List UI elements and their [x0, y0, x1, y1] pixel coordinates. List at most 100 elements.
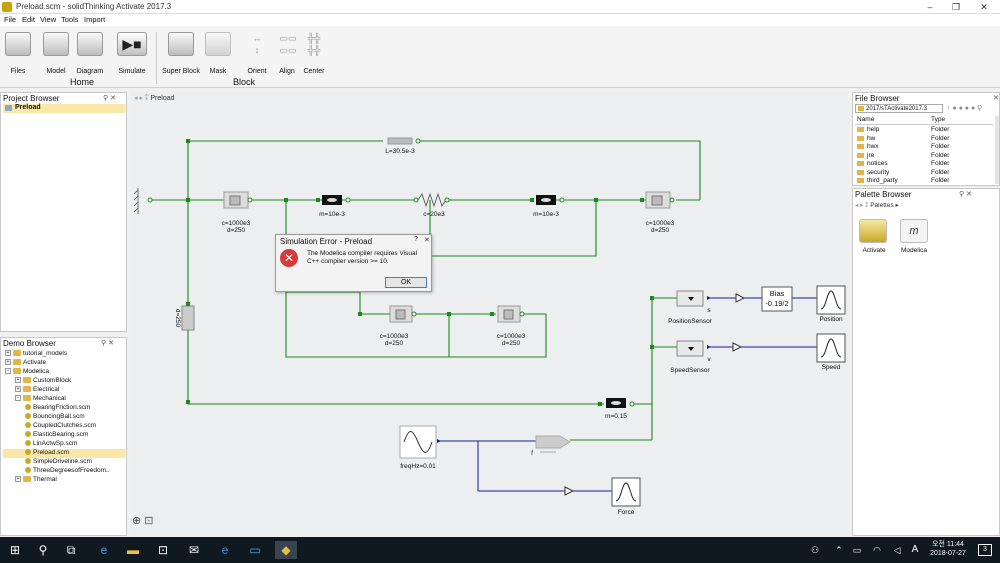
- demo-tree-item[interactable]: +Thermal: [3, 476, 125, 485]
- files-button[interactable]: Files: [4, 32, 32, 75]
- palette-activate-label: Activate: [862, 247, 886, 254]
- expand-toggle-icon[interactable]: +: [15, 476, 21, 483]
- notifications-button[interactable]: 3: [978, 544, 992, 556]
- palette-browser: Palette Browser ⚲ ✕ ◂ ▸ ⁑ Palettes ▸ Act…: [852, 188, 1000, 536]
- expand-toggle-icon[interactable]: +: [5, 359, 11, 366]
- align-button[interactable]: ▭▭▭▭ Align: [275, 32, 299, 75]
- model-button[interactable]: Model: [42, 32, 70, 75]
- palette-browser-tools-icon[interactable]: ⚲ ✕: [959, 191, 972, 198]
- demo-tree-item[interactable]: BouncingBall.scm: [3, 413, 125, 422]
- expand-toggle-icon[interactable]: −: [5, 368, 11, 375]
- file-nav-icons[interactable]: ↑ ● ● ● ● ⚲: [947, 105, 983, 112]
- sine-source: [399, 425, 437, 459]
- zoom-in-icon[interactable]: ⊕: [132, 515, 142, 527]
- orient-button[interactable]: ↔↕ Orient: [243, 32, 271, 75]
- col-type[interactable]: Type: [931, 116, 946, 123]
- demo-tree-item[interactable]: SimpleDriveline.scm: [3, 458, 125, 467]
- search-icon[interactable]: ⚲: [38, 543, 48, 557]
- label-force: Force: [618, 509, 635, 516]
- demo-tree-item[interactable]: −Mechanical: [3, 395, 125, 404]
- demo-tree-item[interactable]: ThreeDegreesofFreedom..: [3, 467, 125, 476]
- dialog-ok-button[interactable]: OK: [385, 277, 427, 288]
- super-block-button[interactable]: Super Block: [162, 32, 200, 75]
- expand-toggle-icon[interactable]: +: [15, 386, 21, 393]
- force-actuator: [535, 435, 571, 453]
- col-name[interactable]: Name: [857, 116, 875, 123]
- project-browser-tools-icon[interactable]: ⚲ ✕: [103, 95, 116, 102]
- clock[interactable]: 오전 11:44 2018-07-27: [926, 540, 970, 558]
- app-window-icon[interactable]: ▭: [249, 543, 261, 557]
- demo-tree-item[interactable]: Preload.scm: [3, 449, 125, 458]
- ribbon: Files Model Diagram ▶■ Simulate Home Sup…: [0, 26, 1000, 88]
- edge-icon[interactable]: e: [100, 543, 108, 557]
- path-select[interactable]: 2017/sTActivate2017.3: [855, 104, 943, 113]
- menu-tools[interactable]: Tools: [61, 15, 79, 24]
- menu-bar: File Edit View Tools Import: [0, 14, 1000, 26]
- demo-browser-tools-icon[interactable]: ⚲ ✕: [101, 340, 114, 347]
- demo-tree-item[interactable]: +CustomBlock: [3, 377, 125, 386]
- breadcrumb-preload[interactable]: Preload: [150, 95, 175, 102]
- ime-indicator[interactable]: A: [911, 544, 919, 555]
- dialog-close-button[interactable]: ✕: [424, 237, 430, 244]
- label-m1: m=10e-3: [319, 211, 345, 218]
- simulate-button[interactable]: ▶■ Simulate: [115, 32, 149, 75]
- file-type: Folder: [931, 151, 950, 159]
- dialog-help-button[interactable]: ?: [414, 236, 418, 243]
- label-d4: d=250: [385, 340, 404, 347]
- simulate-label: Simulate: [118, 68, 146, 75]
- demo-tree-item[interactable]: ElasticBearing.scm: [3, 431, 125, 440]
- diagram-svg[interactable]: L=30.5e-3 c=1000e3 d=250 m=10e-3 c=20e3 …: [130, 92, 848, 536]
- demo-tree-item[interactable]: −Modelica: [3, 368, 125, 377]
- label-v: v: [707, 356, 711, 363]
- demo-tree-item[interactable]: LinActwSp.scm: [3, 440, 125, 449]
- mask-button[interactable]: Mask: [204, 32, 232, 75]
- palette-activate[interactable]: Activate: [859, 219, 889, 254]
- people-icon[interactable]: ⚇: [810, 545, 820, 555]
- file-explorer-icon[interactable]: ▬: [127, 543, 139, 557]
- minimize-button[interactable]: –: [927, 2, 933, 12]
- menu-import[interactable]: Import: [84, 15, 106, 24]
- store-icon[interactable]: ⊡: [157, 543, 169, 557]
- diagram-canvas[interactable]: ◂ ▸ ⁑ Preload: [130, 92, 848, 536]
- demo-tree-item[interactable]: +Activate: [3, 359, 125, 368]
- project-item-preload[interactable]: Preload: [3, 104, 125, 113]
- network-icon[interactable]: ◠: [873, 545, 881, 555]
- palette-breadcrumb-label[interactable]: Palettes: [870, 202, 894, 209]
- ie-icon[interactable]: e: [221, 543, 229, 557]
- close-button[interactable]: ✕: [980, 2, 988, 12]
- volume-icon[interactable]: ◁: [893, 545, 901, 555]
- file-scrollbar[interactable]: [995, 116, 999, 184]
- file-browser: File Browser ✕ 2017/sTActivate2017.3 ↑ ●…: [852, 92, 1000, 186]
- mail-icon[interactable]: ✉: [188, 543, 200, 557]
- palette-modelica[interactable]: m Modelica: [897, 219, 931, 254]
- expand-toggle-icon[interactable]: +: [15, 377, 21, 384]
- activate-taskbar-icon[interactable]: ◆: [275, 541, 297, 559]
- demo-tree-item[interactable]: BearingFriction.scm: [3, 404, 125, 413]
- file-browser-close-icon[interactable]: ✕: [993, 95, 999, 102]
- zoom-fit-icon[interactable]: ⊡: [144, 515, 154, 527]
- menu-file[interactable]: File: [4, 15, 17, 24]
- start-icon[interactable]: ⊞: [9, 543, 21, 557]
- demo-tree-item[interactable]: CoupledClutches.scm: [3, 422, 125, 431]
- menu-view[interactable]: View: [40, 15, 57, 24]
- maximize-button[interactable]: ❐: [951, 2, 961, 12]
- tray-icon[interactable]: ▭: [852, 545, 862, 555]
- demo-tree-item[interactable]: +tutorial_models: [3, 350, 125, 359]
- diagram-button[interactable]: Diagram: [76, 32, 104, 75]
- demo-tree-item[interactable]: +Electrical: [3, 386, 125, 395]
- center-button[interactable]: ╬╬╬╬ Center: [301, 32, 327, 75]
- model-file-icon: [25, 431, 31, 438]
- chevron-up-icon[interactable]: ⌃: [835, 545, 843, 555]
- task-view-icon[interactable]: ⧉: [66, 543, 76, 557]
- expand-toggle-icon[interactable]: +: [5, 350, 11, 357]
- menu-edit[interactable]: Edit: [22, 15, 35, 24]
- label-m2: m=10e-3: [533, 211, 559, 218]
- expand-toggle-icon[interactable]: −: [15, 395, 21, 402]
